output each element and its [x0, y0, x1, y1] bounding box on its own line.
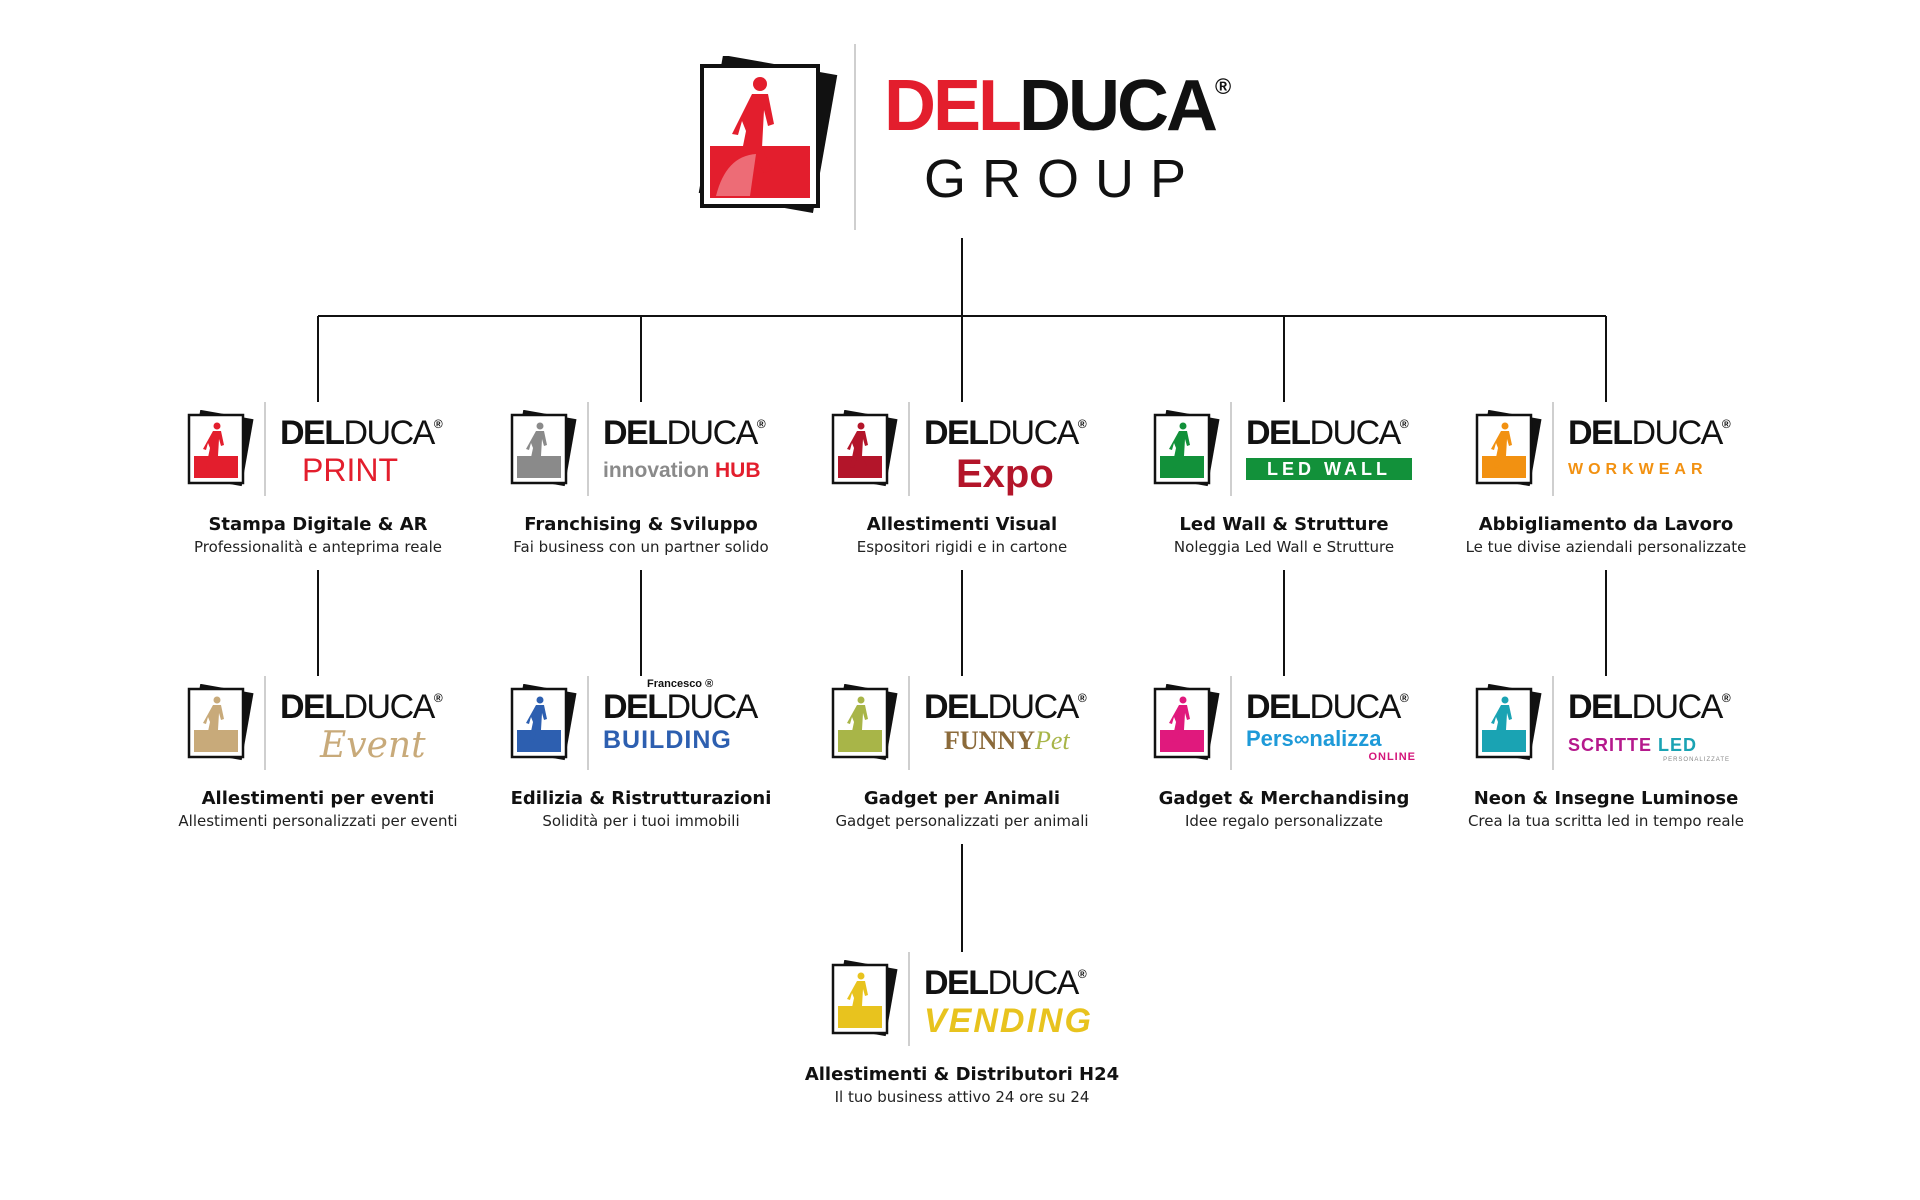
- company-description: Crea la tua scritta led in tempo reale: [1467, 812, 1745, 830]
- company-node-vending: DELDUCA®VENDING Allestimenti & Distributo…: [802, 952, 1122, 1132]
- walking-man-icon: [1153, 410, 1220, 487]
- logo-divider: [264, 402, 266, 496]
- logo-divider: [1230, 402, 1232, 496]
- brand-sub-expo: Expo: [956, 452, 1054, 496]
- company-description: Fai business con un partner solido: [513, 538, 769, 556]
- walking-man-icon: [831, 684, 898, 761]
- company-logo-print: DELDUCA®PRINT: [184, 402, 452, 498]
- brand-prefix: Francesco ®: [647, 678, 714, 690]
- company-title: Allestimenti Visual: [866, 514, 1058, 535]
- company-description: Le tue divise aziendali personalizzate: [1465, 538, 1747, 556]
- company-logo-funny: DELDUCA®FUNNYPet: [828, 676, 1096, 772]
- brand-sub-event: Event: [320, 725, 426, 766]
- company-logo-vending: DELDUCA®VENDING: [828, 952, 1096, 1048]
- brand-sub-vending: VENDING: [924, 1002, 1093, 1040]
- logo-divider: [908, 676, 910, 770]
- brand-wordmark: DELDUCA®: [1568, 688, 1731, 726]
- group-subtitle: GROUP: [924, 149, 1203, 209]
- logo-divider: [264, 676, 266, 770]
- company-description: Gadget personalizzati per animali: [835, 812, 1089, 830]
- company-logo-workwear: DELDUCA® WORKWEAR: [1472, 402, 1740, 498]
- logo-divider: [908, 402, 910, 496]
- brand-wordmark: DELDUCA®: [924, 688, 1087, 726]
- company-title: Franchising & Sviluppo: [524, 514, 758, 535]
- brand-wordmark: DELDUCA®: [924, 414, 1087, 452]
- company-title: Led Wall & Strutture: [1179, 514, 1389, 535]
- walking-man-icon: [831, 960, 898, 1037]
- brand-wordmark: DELDUCA: [603, 688, 758, 726]
- company-title: Allestimenti & Distributori H24: [804, 1064, 1120, 1085]
- brand-sub-hub: innovation HUB: [603, 459, 761, 482]
- brand-wordmark: DELDUCA®: [603, 414, 766, 452]
- brand-wordmark: DELDUCA®: [924, 964, 1087, 1002]
- walking-man-icon: [698, 56, 838, 214]
- company-description: Allestimenti personalizzati per eventi: [178, 812, 458, 830]
- walking-man-icon: [510, 410, 577, 487]
- walking-man-icon: [1475, 684, 1542, 761]
- logo-divider: [854, 44, 856, 230]
- company-description: Noleggia Led Wall e Strutture: [1173, 538, 1395, 556]
- company-logo-event: DELDUCA®Event: [184, 676, 452, 772]
- company-description: Professionalità e anteprima reale: [193, 538, 443, 556]
- brand-wordmark: DELDUCA®: [280, 414, 443, 452]
- company-node-hub: DELDUCA® innovation HUB Franchising & Svil…: [481, 402, 801, 582]
- company-description: Idee regalo personalizzate: [1184, 812, 1384, 830]
- delduca-group-logo: DELDUCA® GROUP: [690, 44, 1250, 234]
- company-title: Abbigliamento da Lavoro: [1478, 514, 1734, 535]
- brand-sub-print: PRINT: [302, 452, 398, 488]
- brand-sub-funnypet: FUNNYPet: [944, 726, 1070, 755]
- company-description: Solidità per i tuoi immobili: [542, 812, 740, 830]
- brand-sub-ledwall: LED WALL: [1246, 458, 1412, 480]
- company-logo-expo: DELDUCA®Expo: [828, 402, 1096, 498]
- walking-man-icon: [831, 410, 898, 487]
- group-wordmark: DELDUCA®: [884, 66, 1232, 146]
- company-logo-hub: DELDUCA® innovation HUB: [507, 402, 775, 498]
- logo-divider: [1552, 676, 1554, 770]
- walking-man-icon: [187, 410, 254, 487]
- company-description: Espositori rigidi e in cartone: [856, 538, 1068, 556]
- company-title: Edilizia & Ristrutturazioni: [510, 788, 772, 809]
- company-logo-ledwall: DELDUCA® LED WALL: [1150, 402, 1418, 498]
- brand-wordmark: DELDUCA®: [1246, 688, 1409, 726]
- company-title: Gadget & Merchandising: [1158, 788, 1410, 809]
- brand-sub-building: BUILDING: [603, 726, 732, 754]
- brand-wordmark: DELDUCA®: [1246, 414, 1409, 452]
- walking-man-icon: [510, 684, 577, 761]
- walking-man-icon: [1153, 684, 1220, 761]
- company-description: Il tuo business attivo 24 ore su 24: [834, 1088, 1090, 1106]
- logo-divider: [1552, 402, 1554, 496]
- walking-man-icon: [187, 684, 254, 761]
- logo-divider: [908, 952, 910, 1046]
- brand-sub-workwear: WORKWEAR: [1568, 461, 1708, 478]
- brand-wordmark: DELDUCA®: [280, 688, 443, 726]
- logo-divider: [1230, 676, 1232, 770]
- company-title: Gadget per Animali: [863, 788, 1061, 809]
- company-title: Allestimenti per eventi: [201, 788, 435, 809]
- brand-wordmark: DELDUCA®: [1568, 414, 1731, 452]
- logo-divider: [587, 676, 589, 770]
- logo-divider: [587, 402, 589, 496]
- company-title: Neon & Insegne Luminose: [1473, 788, 1739, 809]
- company-title: Stampa Digitale & AR: [208, 514, 428, 535]
- walking-man-icon: [1475, 410, 1542, 487]
- company-node-print: DELDUCA®PRINT Stampa Digitale & AR Profess…: [158, 402, 478, 582]
